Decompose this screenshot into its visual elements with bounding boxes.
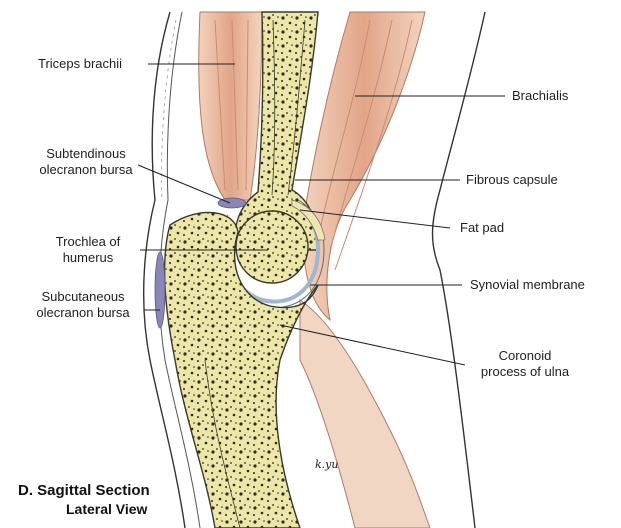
label-coronoid-line2: process of ulna — [465, 364, 585, 380]
label-trochlea-line1: Trochlea of — [38, 234, 138, 250]
label-subtendinous-line2: olecranon bursa — [30, 162, 142, 178]
subcutaneous-bursa — [155, 252, 165, 328]
figure-caption-title: D. Sagittal Section — [18, 482, 150, 499]
label-subcutaneous-olecranon-bursa: Subcutaneous olecranon bursa — [24, 289, 142, 321]
label-coronoid-line1: Coronoid — [465, 348, 585, 364]
label-subcutaneous-line1: Subcutaneous — [24, 289, 142, 305]
caption-letter: D. — [18, 482, 33, 499]
artist-signature: k.yu — [315, 458, 338, 471]
label-coronoid-process-of-ulna: Coronoid process of ulna — [465, 348, 585, 380]
label-subcutaneous-line2: olecranon bursa — [24, 305, 142, 321]
label-subtendinous-line1: Subtendinous — [30, 146, 142, 162]
label-triceps-brachii: Triceps brachii — [38, 56, 122, 72]
label-trochlea-of-humerus: Trochlea of humerus — [38, 234, 138, 266]
brachialis-muscle — [303, 12, 425, 320]
label-fat-pad: Fat pad — [460, 220, 504, 236]
label-fibrous-capsule: Fibrous capsule — [466, 172, 558, 188]
caption-line1: Sagittal Section — [37, 482, 150, 499]
caption-line2: Lateral View — [66, 501, 147, 517]
forearm-muscle — [300, 300, 430, 528]
label-brachialis: Brachialis — [512, 88, 568, 104]
trochlea-head — [236, 211, 308, 283]
label-subtendinous-olecranon-bursa: Subtendinous olecranon bursa — [30, 146, 142, 178]
anterior-skin-outline — [433, 12, 486, 528]
label-trochlea-line2: humerus — [38, 250, 138, 266]
label-synovial-membrane: Synovial membrane — [470, 277, 585, 293]
triceps-muscle — [199, 12, 262, 200]
